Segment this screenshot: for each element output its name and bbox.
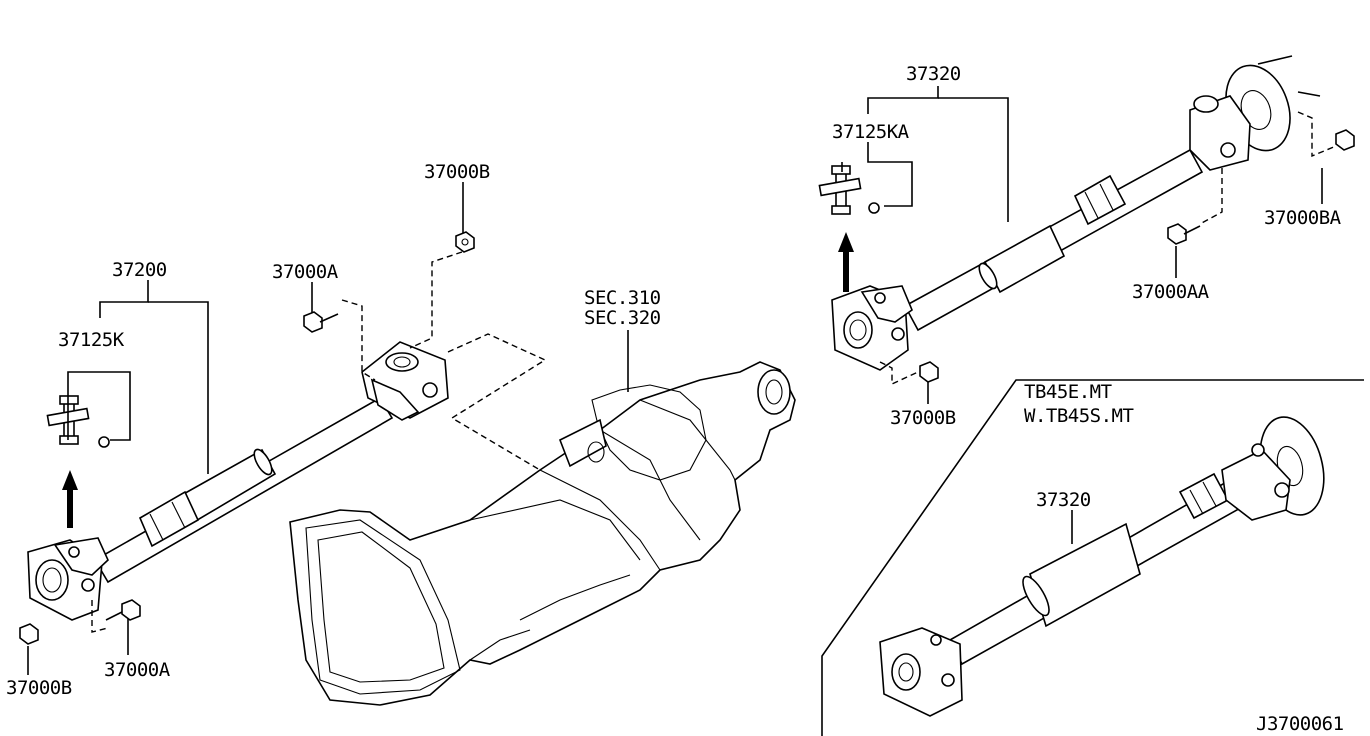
- label-left-shaft: 37200: [112, 259, 167, 281]
- label-right-bolt-aa: 37000AA: [1132, 281, 1210, 303]
- label-right-shaft: 37320: [906, 63, 961, 85]
- left-universal-joint-spider: [46, 395, 110, 448]
- label-left-top-nut: 37000B: [424, 161, 490, 183]
- left-top-bolt: [303, 311, 339, 333]
- label-left-bottom-nut: 37000B: [6, 677, 72, 699]
- left-bottom-bolt: [105, 599, 141, 621]
- variant-rear-flange: [879, 627, 963, 717]
- left-top-nut-guide: [409, 251, 463, 349]
- right-bolt-aa-guide: [1199, 168, 1223, 225]
- label-right-joint-kit: 37125KA: [832, 121, 910, 143]
- left-rear-flange-yoke: [27, 537, 109, 621]
- variant-panel: [821, 379, 1364, 736]
- right-nut-ba: [1335, 129, 1355, 151]
- left-propeller-shaft-assembly: [19, 182, 629, 675]
- left-install-arrow: [62, 470, 78, 528]
- right-shaft-tube: [903, 148, 1204, 332]
- right-universal-joint-spider: [818, 165, 880, 215]
- right-nut-ba-guide: [1297, 111, 1337, 158]
- transmission-housing: [289, 333, 796, 706]
- label-drawing-number: J3700061: [1256, 713, 1344, 735]
- label-variant-line-2: W.TB45S.MT: [1024, 405, 1133, 427]
- right-rear-flange-yoke: [831, 285, 913, 371]
- label-section-ref-2: SEC.320: [584, 307, 661, 329]
- label-variant-line-1: TB45E.MT: [1024, 381, 1112, 403]
- left-bottom-guide: [91, 600, 109, 633]
- label-right-nut-ba: 37000BA: [1264, 207, 1342, 229]
- label-right-nut-b: 37000B: [890, 407, 956, 429]
- left-front-yoke: [361, 341, 449, 421]
- label-left-bottom-bolt: 37000A: [104, 659, 171, 681]
- left-leader-lines: [27, 182, 629, 675]
- right-bolt-aa: [1167, 223, 1201, 245]
- right-front-flange-yoke: [1189, 55, 1321, 171]
- right-nut-b-guide: [879, 361, 919, 386]
- left-top-bolt-guide: [341, 299, 376, 381]
- variant-front-flange: [1221, 416, 1325, 521]
- right-nut-b: [919, 361, 939, 383]
- label-left-top-bolt: 37000A: [272, 261, 339, 283]
- right-install-arrow: [838, 232, 854, 292]
- variant-shaft: [948, 472, 1246, 666]
- label-variant-shaft: 37320: [1036, 489, 1091, 511]
- label-section-ref-1: SEC.310: [584, 287, 661, 309]
- left-bottom-nut: [19, 623, 39, 645]
- label-left-joint-kit: 37125K: [58, 329, 125, 351]
- right-leader-lines: [841, 86, 1323, 404]
- left-shaft-tube: [93, 396, 394, 584]
- left-top-nut: [455, 231, 475, 253]
- right-propeller-shaft-assembly: [818, 55, 1355, 404]
